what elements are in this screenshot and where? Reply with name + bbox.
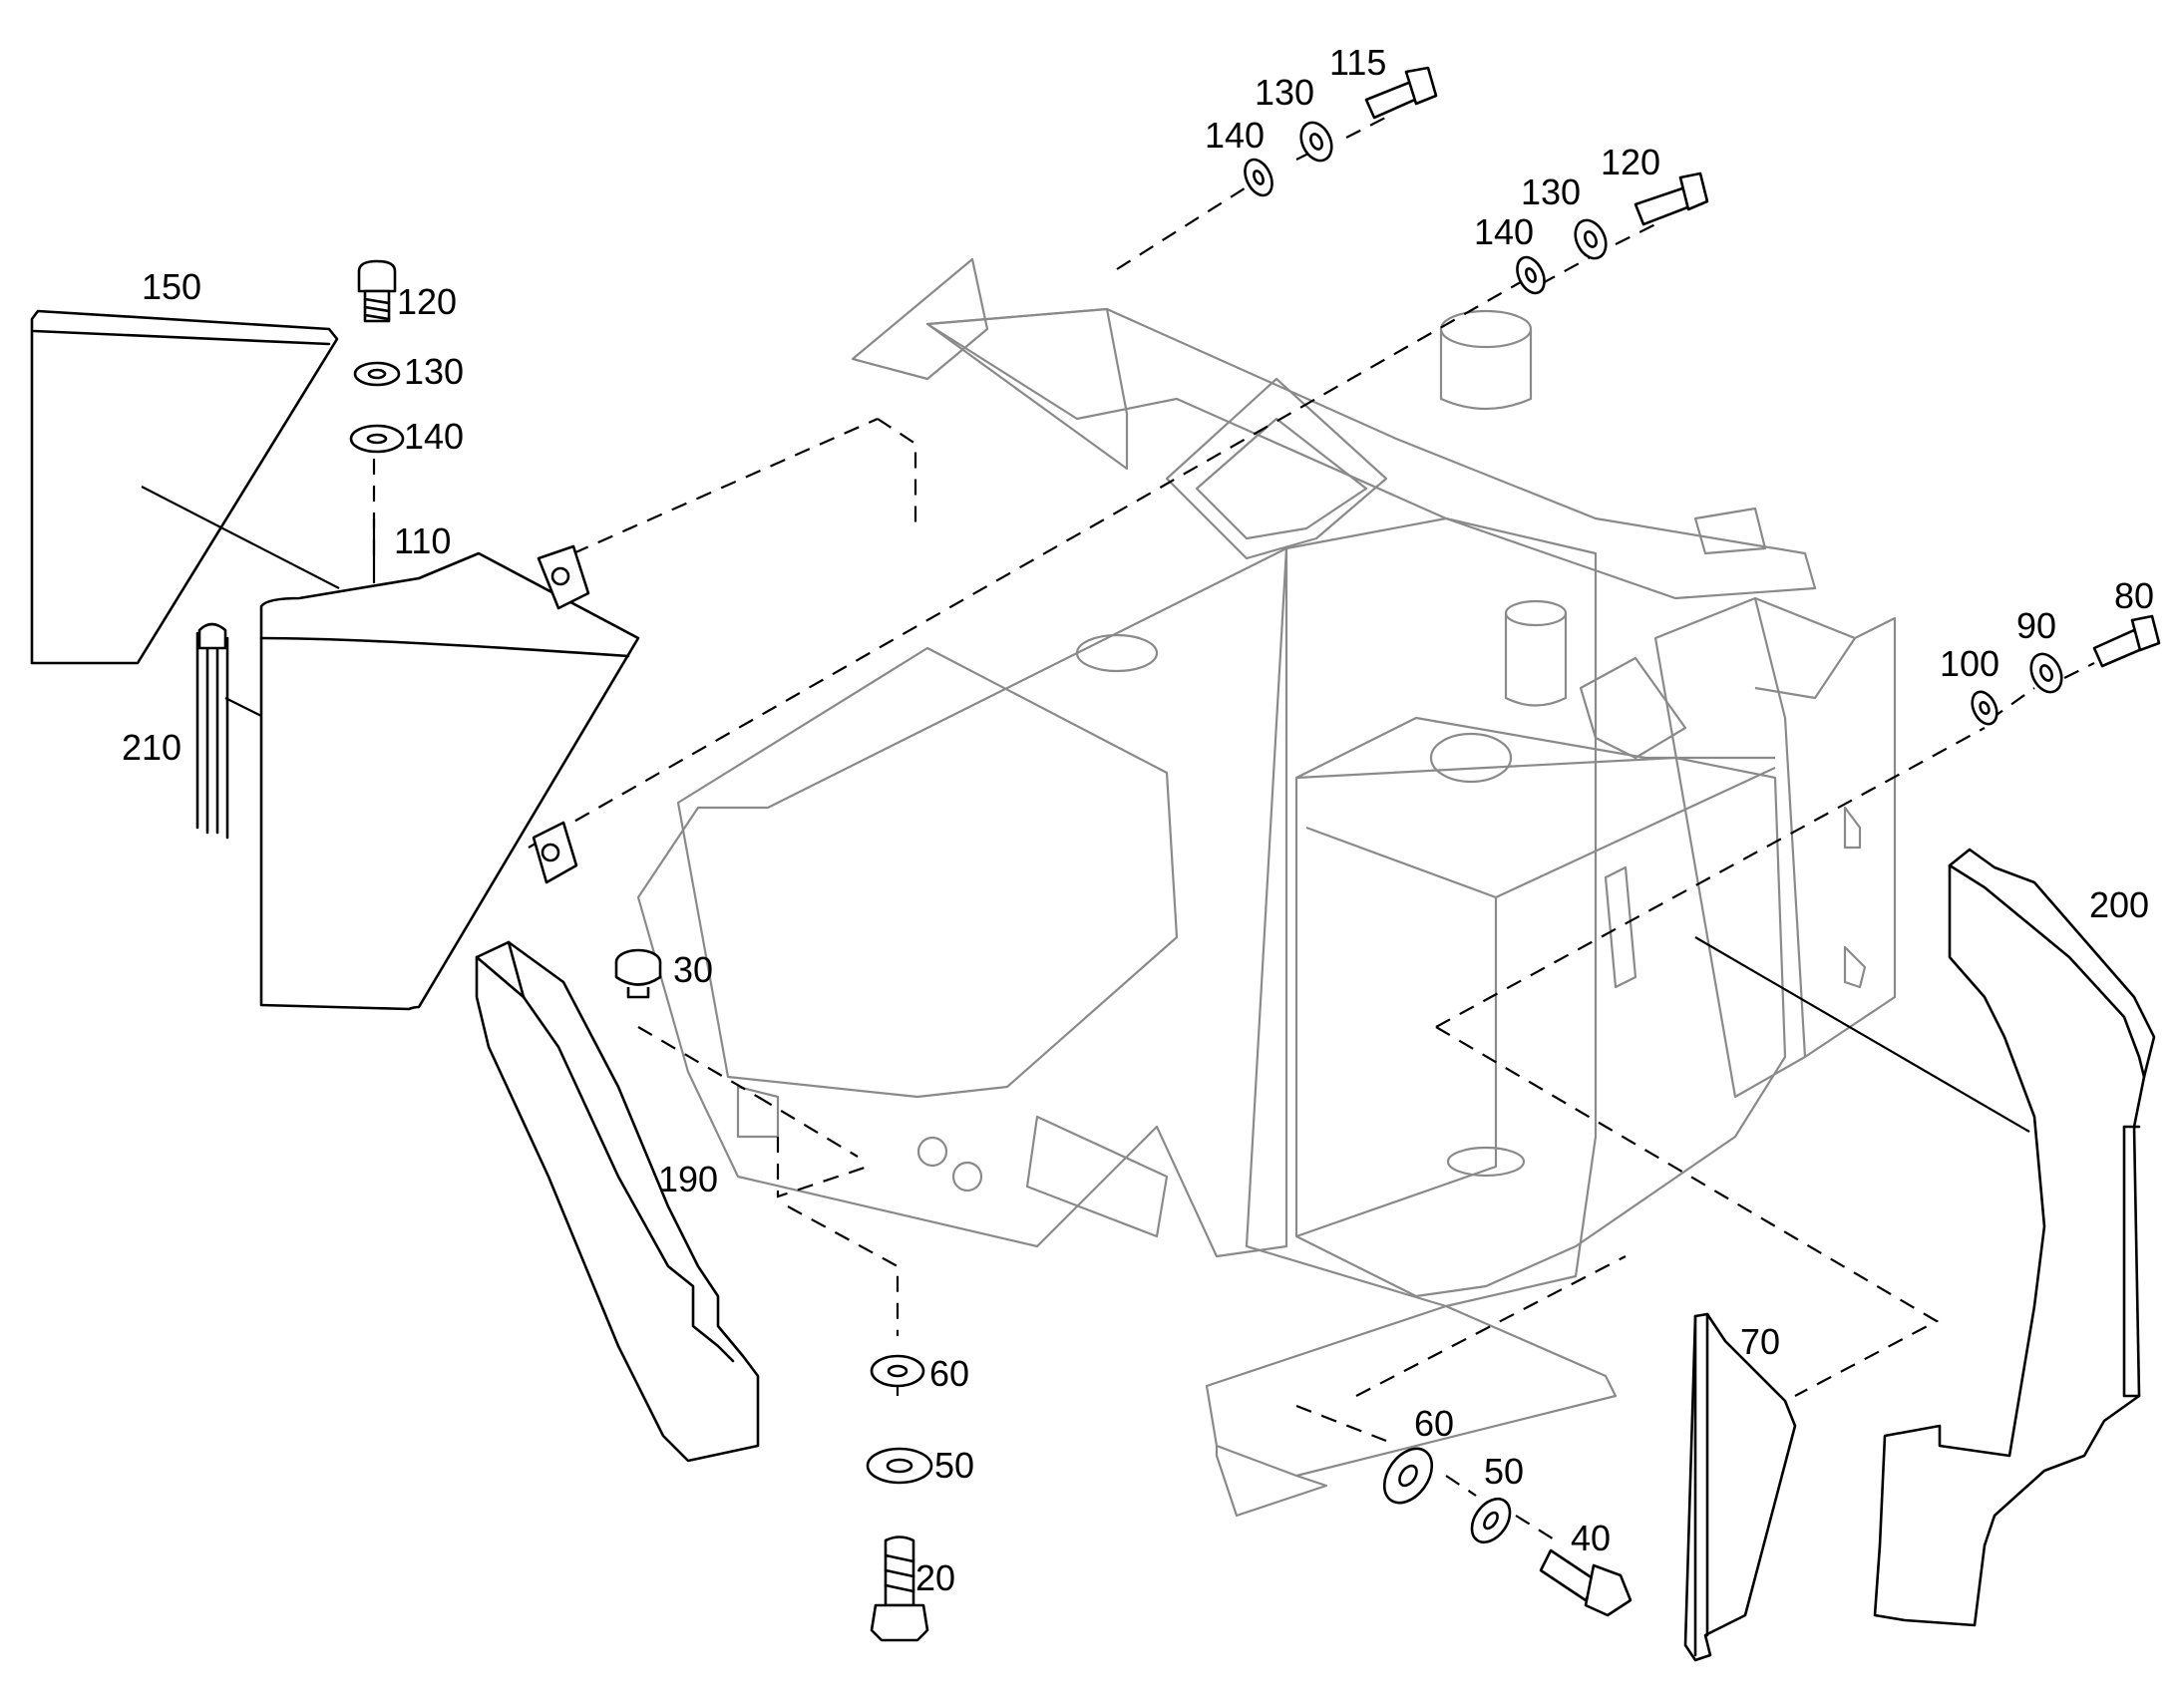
callout-labels: 150 120 130 140 110 210 115 130 140 120 … [122, 42, 2154, 1598]
callout-200: 200 [2089, 884, 2149, 925]
callout-140: 140 [1205, 115, 1265, 156]
fasteners-right [1971, 614, 2161, 726]
callout-130: 130 [1255, 72, 1314, 113]
fasteners-top-right [1516, 171, 1709, 295]
callout-140: 140 [404, 416, 464, 457]
callout-40: 40 [1571, 1518, 1611, 1558]
callout-115: 115 [1329, 42, 1386, 83]
fasteners-top-left [349, 259, 405, 454]
callout-50: 50 [934, 1445, 974, 1486]
callout-120: 120 [1601, 142, 1660, 182]
callout-140: 140 [1474, 211, 1534, 252]
callout-210: 210 [122, 727, 182, 768]
callout-150: 150 [142, 266, 201, 307]
part-200-bracket [1694, 848, 2156, 1627]
callout-90: 90 [2016, 605, 2056, 646]
callout-60: 60 [929, 1353, 969, 1394]
callout-70: 70 [1740, 1321, 1780, 1362]
part-210-seal-strip [195, 622, 262, 840]
callout-20: 20 [915, 1557, 955, 1598]
callout-80: 80 [2114, 575, 2154, 616]
part-70-guide [1683, 1312, 1797, 1662]
fasteners-top-center [1244, 66, 1438, 197]
callout-130: 130 [1521, 171, 1581, 212]
callout-120: 120 [397, 281, 457, 322]
callout-100: 100 [1940, 643, 1999, 684]
part-110-side-cover [259, 518, 640, 1011]
callout-130: 130 [404, 351, 464, 392]
assembly-lines [372, 114, 2095, 1541]
fasteners-bottom-right [1382, 1447, 1633, 1617]
callout-110: 110 [394, 520, 451, 561]
callout-190: 190 [658, 1159, 718, 1199]
callout-50: 50 [1484, 1451, 1524, 1492]
main-housing [636, 257, 1897, 1518]
callout-30: 30 [673, 949, 713, 990]
part-190-bracket [475, 940, 760, 1463]
part-30-plug [614, 948, 662, 999]
fasteners-bottom-left [866, 1354, 933, 1642]
callout-60: 60 [1414, 1403, 1454, 1444]
part-150-cover-panel [30, 309, 340, 665]
